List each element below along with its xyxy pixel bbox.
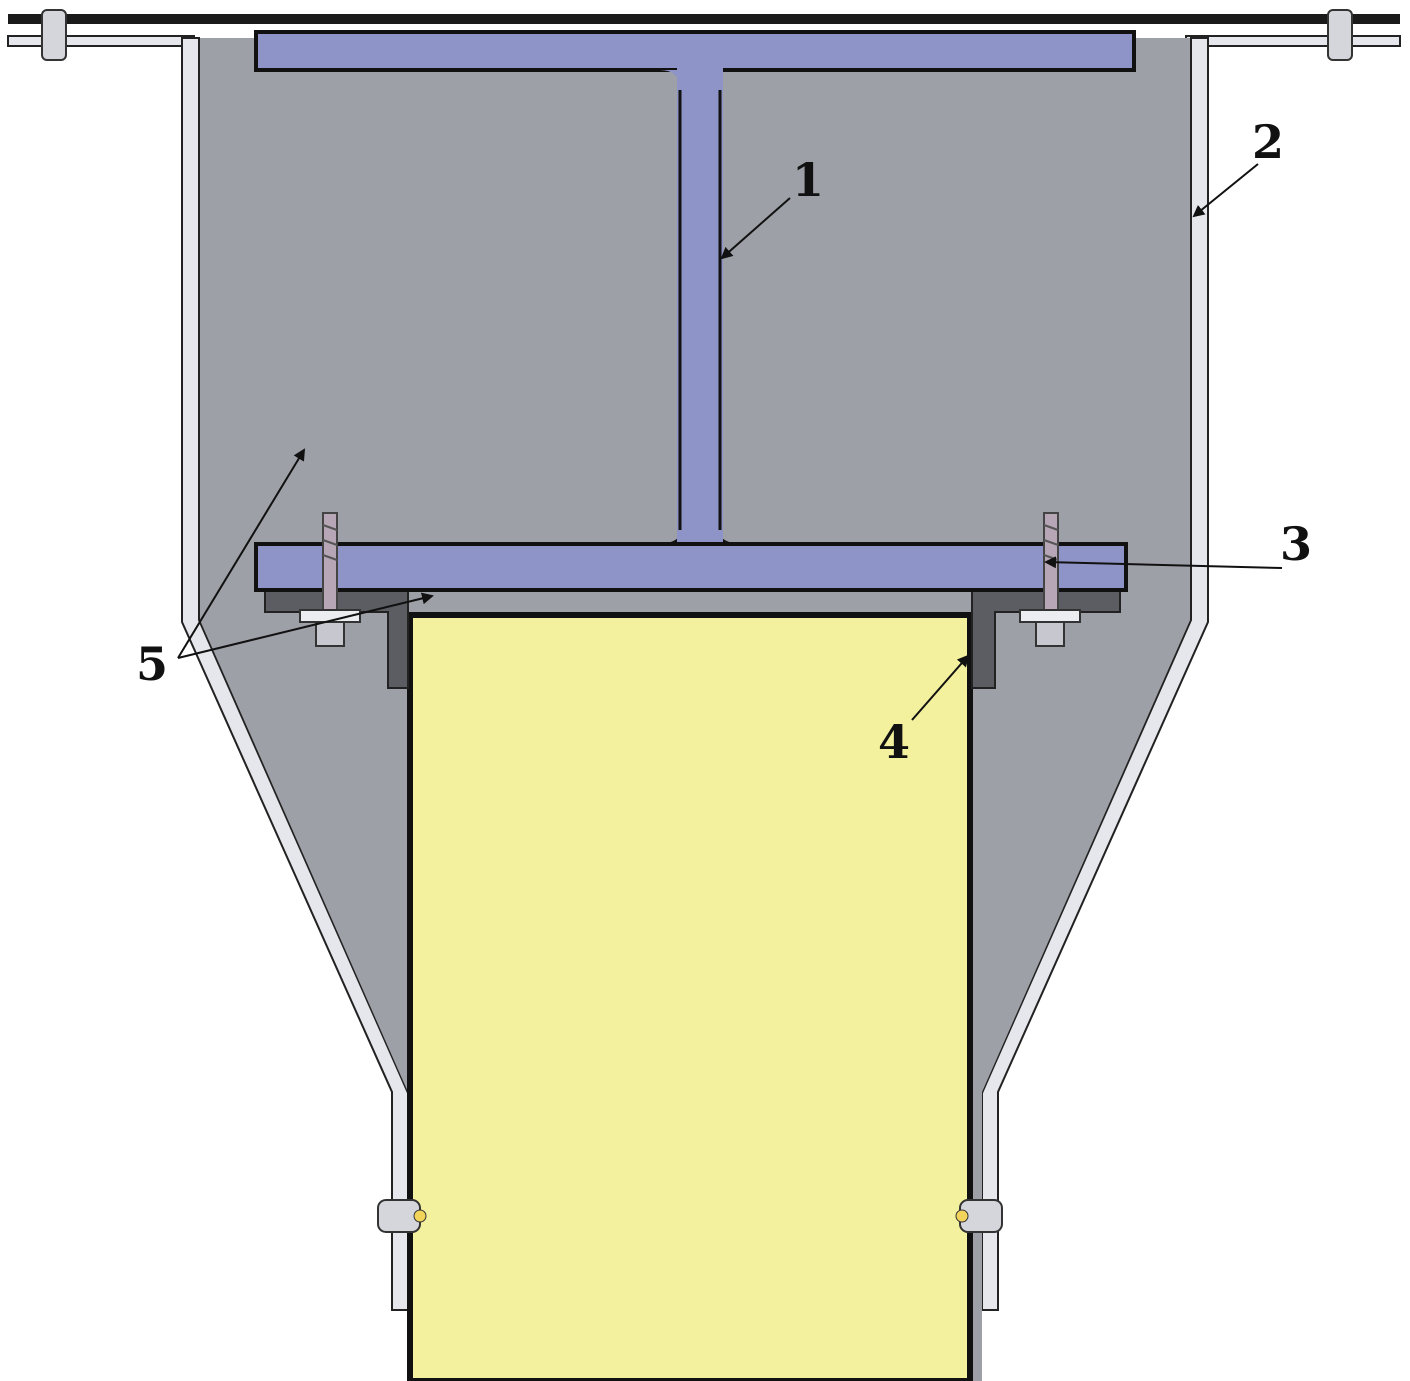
leader-lines: [177, 163, 1283, 721]
label-2: 2: [1252, 115, 1284, 169]
i-beam: [254, 30, 1136, 592]
label-5: 5: [136, 637, 168, 691]
label-1: 1: [792, 153, 824, 207]
label-3: 3: [1280, 517, 1312, 571]
label-4: 4: [878, 715, 910, 769]
threaded-bolt-icon: [299, 512, 1081, 647]
rail-bolt-icon: [41, 9, 1353, 61]
column: [407, 612, 973, 1381]
clamp-icon: [377, 1199, 1003, 1233]
